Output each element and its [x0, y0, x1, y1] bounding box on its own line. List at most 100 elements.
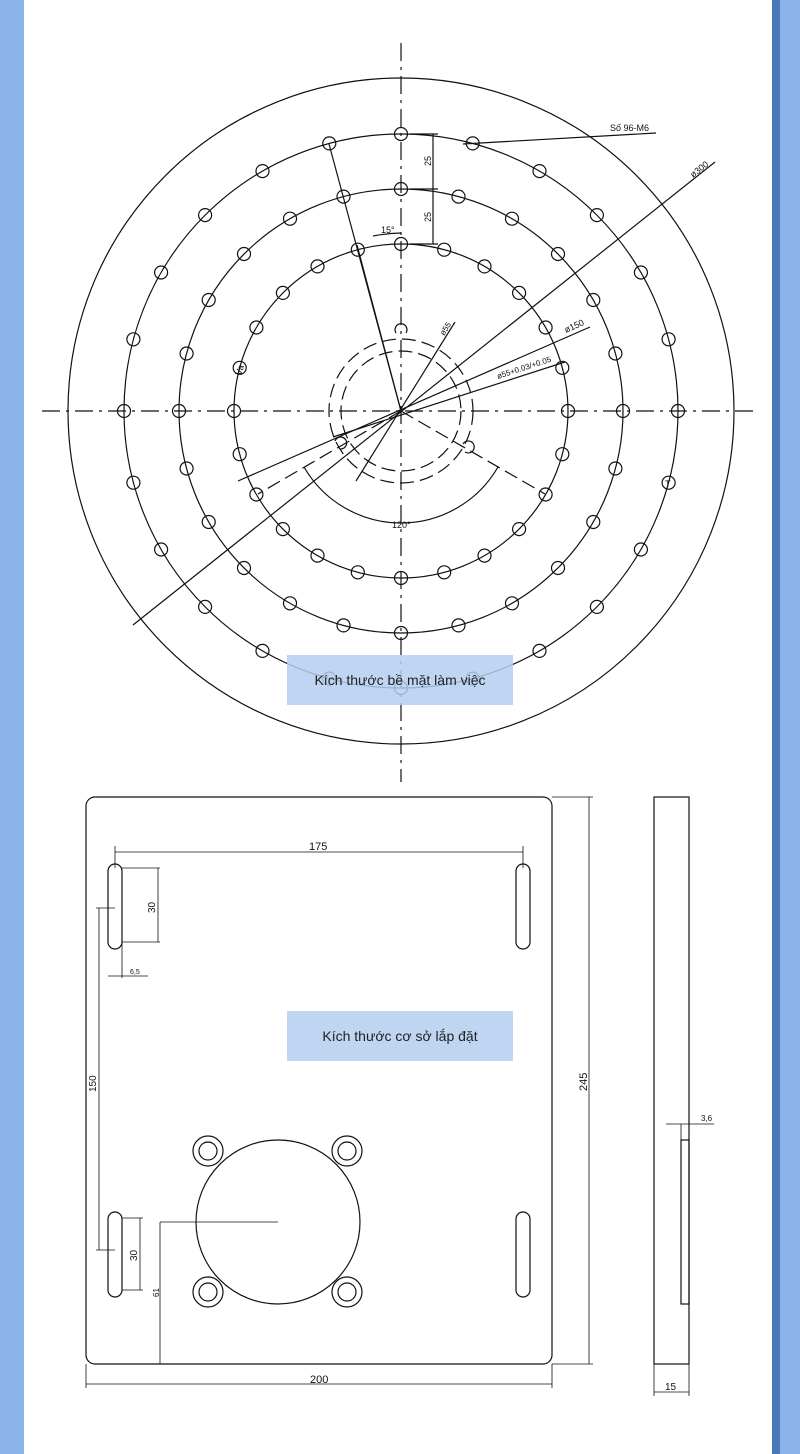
bolt-top-left-inner [198, 1141, 218, 1161]
dim-36-label: 3,6 [701, 1114, 713, 1123]
hole-inner [350, 242, 365, 257]
angle-leg-right [400, 410, 546, 495]
hole-outer [633, 542, 649, 557]
hole-inner [275, 285, 290, 300]
dim-30-bottom-label: 30 [129, 1249, 140, 1261]
base-plate-outline [85, 796, 553, 1365]
hole-outer [633, 265, 649, 280]
leader-dia-center [355, 321, 456, 482]
bolt-top-right-outer [331, 1135, 363, 1167]
hole-inner [226, 403, 242, 419]
bolt-top-left-outer [192, 1135, 224, 1167]
dim-65-label: 6,5 [130, 969, 140, 976]
hole-inner [275, 521, 290, 537]
bolt-bottom-left-outer [192, 1276, 224, 1308]
hole-outer [393, 126, 409, 142]
angle-arc-120 [303, 466, 499, 524]
hole-middle [336, 189, 351, 204]
hole-outer [198, 208, 213, 223]
base-plate-view [85, 796, 593, 1388]
pitch-1-label: 25 [423, 156, 433, 166]
hole-outer [198, 599, 213, 615]
hole-outer [661, 332, 676, 347]
hole-outer [589, 599, 605, 615]
hole-middle [201, 514, 216, 530]
side-view [653, 796, 714, 1396]
slot-top-left [107, 863, 123, 950]
hole-middle [615, 403, 631, 419]
hole-middle [236, 246, 252, 262]
hole-middle [336, 618, 351, 633]
hole-outer [154, 265, 169, 280]
dim-61-label: 61 [152, 1288, 161, 1297]
dia-outer-label: ø300 [688, 159, 710, 180]
slot-bottom-right [515, 1211, 531, 1298]
hole-inner [555, 360, 570, 375]
hole-inner [310, 259, 325, 274]
hole-inner [393, 570, 409, 586]
hole-inner [555, 447, 570, 462]
side-plate-outline [653, 796, 690, 1365]
hole-inner [232, 447, 247, 462]
hole-outer [589, 208, 605, 223]
bolt-bottom-right-inner [337, 1282, 357, 1302]
bore-mark-top [394, 323, 408, 334]
bore-mark-right [462, 440, 475, 454]
hole-middle [393, 625, 409, 641]
hole-middle [282, 596, 298, 611]
leader-hole-note [462, 132, 657, 145]
leader-dia-mid [237, 326, 591, 482]
slot-bottom-left [107, 1211, 123, 1298]
dim-200-label: 200 [310, 1374, 328, 1386]
angle-leg-left [257, 410, 402, 495]
left-tag-label: Va [233, 364, 246, 377]
hole-inner [477, 259, 492, 274]
hole-outer [154, 542, 169, 557]
caption-working-surface: Kích thước bề mặt làm việc [287, 655, 513, 705]
hole-middle [451, 618, 466, 633]
hole-outer [255, 643, 270, 659]
hole-middle [201, 292, 216, 308]
drawing-sheet [24, 0, 772, 1454]
hole-inner [350, 565, 365, 580]
bottom-labels: 175 30 6,5 150 30 61 200 245 3,6 15 [88, 841, 713, 1393]
angle-arc-15 [372, 232, 402, 237]
hole-inner [249, 487, 264, 502]
pitch-2-label: 25 [423, 212, 433, 222]
angle-120-label: 120° [392, 520, 411, 530]
top-view [42, 43, 758, 782]
right-tag-label: T [665, 479, 671, 489]
dim-15-label: 15 [665, 1382, 677, 1393]
hole-outer [532, 164, 547, 179]
hole-middle [179, 461, 194, 476]
bolt-bottom-left-inner [198, 1282, 218, 1302]
angle-15-label: 15° [381, 225, 395, 235]
hole-middle [550, 246, 566, 262]
hole-inner [249, 320, 264, 335]
dim-245-label: 245 [578, 1073, 590, 1091]
hole-middle [550, 560, 566, 576]
hole-inner [560, 403, 576, 419]
hole-outer [322, 136, 337, 151]
bolt-top-right-inner [337, 1141, 357, 1161]
slot-top-right [515, 863, 531, 950]
hole-middle [171, 403, 187, 419]
hole-outer [116, 403, 132, 419]
hole-inner [232, 360, 247, 375]
hole-middle [504, 211, 520, 226]
hole-middle [504, 596, 520, 611]
dia-bore-label: ø55+0.03/+0.05 [496, 355, 553, 381]
leader-dia-bore [332, 361, 566, 438]
hole-middle [236, 560, 252, 576]
hole-middle [608, 461, 623, 476]
dim-150-label: 150 [88, 1075, 99, 1092]
hole-outer [126, 332, 141, 347]
hole-outer [126, 475, 141, 490]
bolt-bottom-right-outer [331, 1276, 363, 1308]
hole-note-label: Số 96-M6 [610, 123, 649, 133]
hole-inner [477, 548, 492, 563]
radius-line-inner-left [356, 244, 402, 412]
side-step [680, 1139, 690, 1305]
bore-mark-left [334, 436, 348, 450]
